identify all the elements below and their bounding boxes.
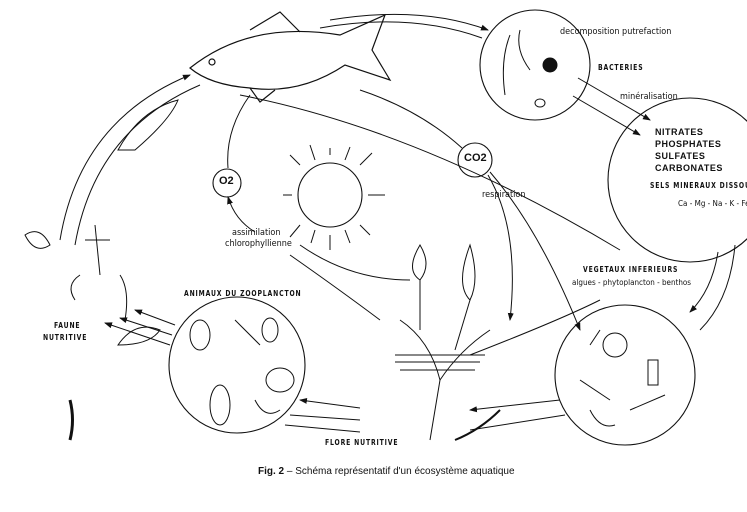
small-fish-icon — [117, 99, 179, 151]
faune-to-fish-arrow — [59, 74, 191, 241]
chlorophyllienne-label: chlorophyllienne — [225, 239, 292, 249]
figure-caption: Fig. 2 – Schéma représentatif d'un écosy… — [258, 466, 515, 477]
aquatic-plant-icon — [395, 243, 501, 441]
minerals-circle — [607, 97, 747, 263]
faune-creatures-icon — [24, 224, 161, 441]
nutritive-label: NUTRITIVE — [43, 333, 88, 342]
organism-sketches — [189, 29, 666, 427]
vegetaux-sub-label: algues - phytoplancton - benthos — [572, 278, 692, 287]
minerals-to-vegetaux-arrow — [689, 251, 719, 313]
vegetaux-circle — [554, 304, 696, 446]
phosphates-label: PHOSPHATES — [655, 139, 722, 149]
co2-circle — [457, 142, 493, 178]
zooplancton-label: ANIMAUX DU ZOOPLANCTON — [184, 289, 302, 298]
sun-icon — [297, 162, 363, 228]
sels-mineraux-label: SELS MINERAUX DISSOUS — [650, 181, 747, 190]
vegetaux-to-flore-arrow — [469, 399, 561, 413]
zooplankton-circle — [168, 296, 306, 434]
co2-label: CO2 — [464, 152, 487, 164]
bacteria-to-minerals-arrow — [577, 77, 651, 121]
carbonates-label: CARBONATES — [655, 163, 723, 173]
elements-label: Ca - Mg - Na - K - Fe — [678, 199, 747, 208]
sulfates-label: SULFATES — [655, 151, 706, 161]
vegetaux-label: VEGETAUX INFERIEURS — [583, 265, 679, 274]
o2-circle — [212, 168, 242, 198]
faune-label: FAUNE — [54, 321, 81, 330]
o2-label: O2 — [219, 175, 234, 187]
nitrates-label: NITRATES — [655, 127, 704, 137]
mineralisation-label: minéralisation — [620, 92, 678, 102]
assimilation-arrow — [227, 196, 256, 233]
assimilation-label: assimilation — [232, 228, 281, 238]
zoo-to-faune-arrow — [104, 322, 171, 346]
bacteria-circle — [479, 9, 591, 121]
fish-icon — [189, 11, 392, 103]
fish-to-bacteria-arrow — [329, 13, 489, 31]
figure-number: Fig. 2 — [258, 466, 285, 477]
flore-label: FLORE NUTRITIVE — [325, 438, 399, 447]
sun-rays — [283, 144, 385, 250]
decomposition-label: decomposition putrefaction — [560, 27, 672, 37]
caption-text: – Schéma représentatif d'un écosystème a… — [284, 466, 515, 477]
respiration-label: respiration — [482, 190, 526, 200]
flore-to-zoo-arrow — [299, 397, 361, 409]
bacteries-label: BACTERIES — [598, 63, 644, 72]
